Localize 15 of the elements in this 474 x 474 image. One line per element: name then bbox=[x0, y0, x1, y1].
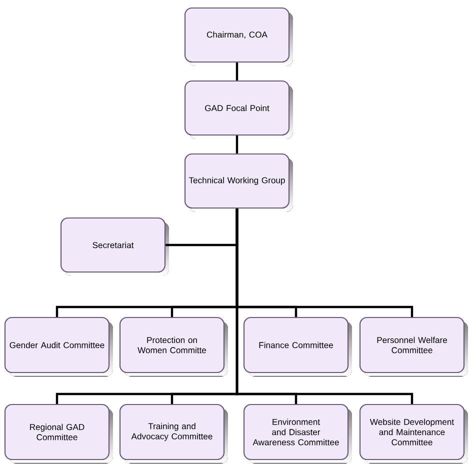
committee-box: Personnel Welfare Committee bbox=[359, 316, 468, 376]
committee-box: Gender Audit Committee bbox=[4, 316, 113, 376]
committee-box: Training and Advocacy Committee bbox=[119, 404, 228, 464]
committee-box: Secretariat bbox=[60, 217, 169, 276]
committee-box: Chairman, COA bbox=[184, 7, 293, 66]
connector-line bbox=[236, 208, 414, 404]
connector-line bbox=[236, 62, 238, 80]
committee-box: Regional GAD Committee bbox=[4, 404, 113, 464]
committee-box: Protection on Women Committe bbox=[119, 316, 228, 376]
committee-box: Technical Working Group bbox=[184, 153, 293, 212]
committee-box: Finance Committee bbox=[243, 316, 352, 376]
connector-line bbox=[236, 136, 238, 154]
committee-box: GAD Focal Point bbox=[184, 80, 293, 139]
committee-box: Website Development and Maintenance Committee bbox=[359, 404, 468, 464]
committee-box: Environment and Disaster Awareness Committee bbox=[243, 404, 352, 464]
